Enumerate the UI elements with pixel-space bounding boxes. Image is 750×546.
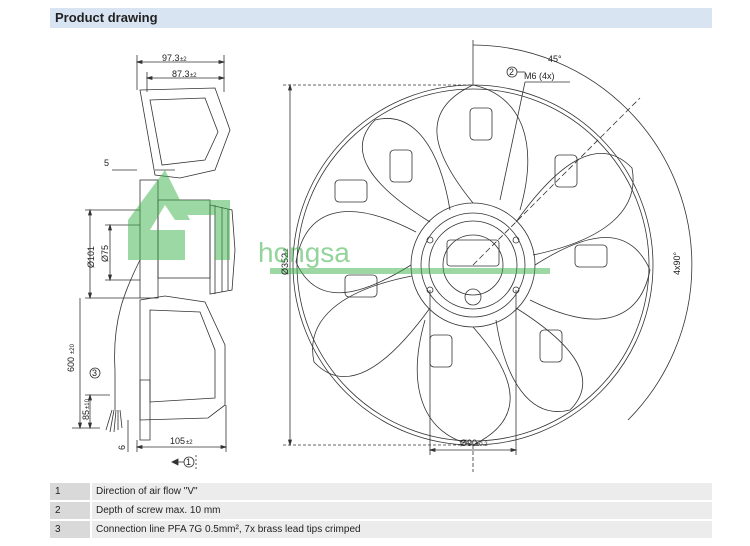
legend-row-text: Direction of air flow "V" — [96, 486, 198, 497]
callout-cable: 3 — [92, 368, 97, 378]
watermark-text: hongsa — [258, 237, 350, 268]
legend-row-number: 2 — [55, 505, 61, 516]
dim-bolt-circle: Ø90 — [460, 438, 477, 448]
dim-bolt-circle-tol: ±0.2 — [476, 442, 488, 448]
side-view — [72, 55, 236, 470]
legend-row: 1 Direction of air flow "V" — [50, 483, 712, 502]
dim-shaft-diameter: Ø75 — [100, 245, 110, 262]
dim-diameter-tol: ±2 — [284, 248, 290, 255]
dim-bottom-offset: 6 — [117, 445, 127, 450]
dim-width-overall-tol: ±2 — [180, 57, 187, 63]
callout-screw: 2 — [509, 67, 514, 77]
section-header: Product drawing — [50, 8, 712, 28]
screw-spec: M6 (4x) — [524, 71, 555, 81]
product-drawing: 97.3 ±2 87.3 ±2 5 Ø101 Ø75 600 ±20 85 ±1… — [0, 28, 750, 480]
watermark-logo — [128, 170, 550, 274]
dim-offset: 5 — [104, 158, 109, 168]
dim-diameter: Ø352 — [280, 253, 290, 275]
legend-row: 3 Connection line PFA 7G 0.5mm², 7x bras… — [50, 521, 712, 540]
drawing-canvas: 97.3 ±2 87.3 ±2 5 Ø101 Ø75 600 ±20 85 ±1… — [66, 40, 693, 472]
dim-angle: 45° — [548, 54, 562, 64]
legend-table: 1 Direction of air flow "V" 2 Depth of s… — [50, 483, 712, 540]
dim-lead-length: 85 — [81, 410, 91, 420]
callout-airflow: 1 — [186, 457, 191, 467]
legend-row-number: 1 — [55, 486, 61, 497]
legend-row-number: 3 — [55, 524, 61, 535]
dim-base-depth: 105 — [170, 436, 185, 446]
section-title: Product drawing — [55, 10, 158, 25]
front-view — [283, 40, 693, 472]
dim-width-body-tol: ±2 — [190, 73, 197, 79]
dim-cable-length: 600 — [66, 357, 76, 372]
legend-row-text: Connection line PFA 7G 0.5mm², 7x brass … — [96, 524, 361, 535]
dim-lead-length-tol: ±10 — [85, 398, 91, 409]
legend-row-text: Depth of screw max. 10 mm — [96, 505, 221, 516]
legend-row: 2 Depth of screw max. 10 mm — [50, 502, 712, 521]
dim-cable-length-tol: ±20 — [70, 343, 76, 354]
dim-base-depth-tol: ±2 — [186, 440, 193, 446]
dim-width-body: 87.3 — [172, 69, 190, 79]
dim-bolt-angle: 4x90° — [672, 251, 682, 275]
dim-hub-diameter: Ø101 — [86, 246, 96, 268]
dim-width-overall: 97.3 — [162, 53, 180, 63]
